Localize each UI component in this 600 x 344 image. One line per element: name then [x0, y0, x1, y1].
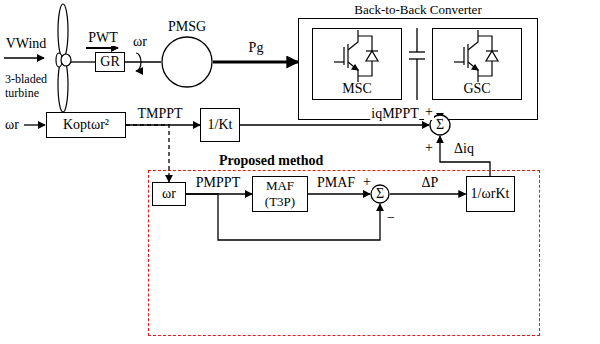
node-text: ωr [162, 186, 176, 202]
generator-circle: PMSG [161, 36, 213, 88]
signal-label: ωr [132, 34, 148, 50]
input-arrow [24, 124, 45, 125]
signal-label: + [424, 104, 434, 120]
node-heading: GSC [463, 81, 490, 97]
signal-label: Δiq [453, 141, 475, 157]
circle-outline [161, 36, 213, 88]
node-text: Koptωr² [63, 117, 109, 133]
converter-box: MSCGSCBack-to-Back Converter [298, 18, 538, 120]
multiplier-box: ωr [152, 182, 186, 206]
mppt-gain-box: Koptωr² [46, 112, 126, 138]
signal-label: ΔP [421, 175, 440, 191]
signal-arrow [390, 193, 466, 194]
node-heading: PMSG [168, 19, 206, 35]
power-arrow [86, 47, 118, 49]
capacitor-symbol [409, 28, 425, 100]
circle-outline [371, 185, 389, 203]
gearbox-box: GR [95, 52, 125, 72]
signal-label: TMPPT [136, 106, 183, 122]
signal-label: ωr [4, 117, 20, 133]
wind-arrow [4, 57, 44, 58]
signal-label: − [386, 210, 396, 226]
node-heading: Proposed method [219, 153, 323, 169]
signal-label: VWind [5, 36, 48, 52]
node-text: 1/Kt [208, 117, 233, 133]
igbt-symbol [334, 30, 378, 82]
signal-label: iqMPPT [370, 106, 419, 122]
node-heading: MSC [342, 81, 372, 97]
signal-label: PWT [87, 30, 119, 46]
node-text: GR [100, 54, 119, 70]
signal-label: Pg [248, 40, 265, 56]
gain-box: 1/ωrKt [466, 176, 515, 212]
signal-arrow [125, 61, 161, 62]
node-text: Σ [376, 186, 384, 202]
signal-arrow [308, 193, 370, 194]
signal-label: + [362, 174, 372, 190]
signal-arrow [213, 61, 298, 64]
igbt-symbol [454, 30, 498, 82]
node-text: (T3P) [265, 194, 295, 210]
method-region: ωrMAF(T3P)Σ1/ωrKtProposed method [148, 170, 540, 336]
torque-constant-box: 1/Kt [200, 108, 240, 142]
signal-label: PMPPT [195, 175, 241, 191]
signal-label: PMAF [316, 175, 356, 191]
circle-outline [162, 37, 212, 87]
filter-box: MAF(T3P) [252, 176, 308, 212]
node-text: 1/ωrKt [471, 186, 510, 202]
signal-arrow [240, 124, 429, 125]
turbine-hub [61, 54, 71, 66]
turbine-blade [58, 4, 68, 58]
node-text: MAF [266, 178, 294, 194]
converter-block: MSC [312, 28, 402, 100]
part-name: 3-bladed turbine [4, 72, 60, 100]
node-heading: Back-to-Back Converter [354, 2, 481, 18]
node-text: Σ [436, 117, 444, 133]
summing-junction: Σ [370, 184, 390, 204]
turbine-shaft [71, 61, 98, 62]
signal-arrow [186, 194, 380, 240]
signal-label: + [424, 140, 434, 156]
converter-block: GSC [432, 28, 522, 100]
